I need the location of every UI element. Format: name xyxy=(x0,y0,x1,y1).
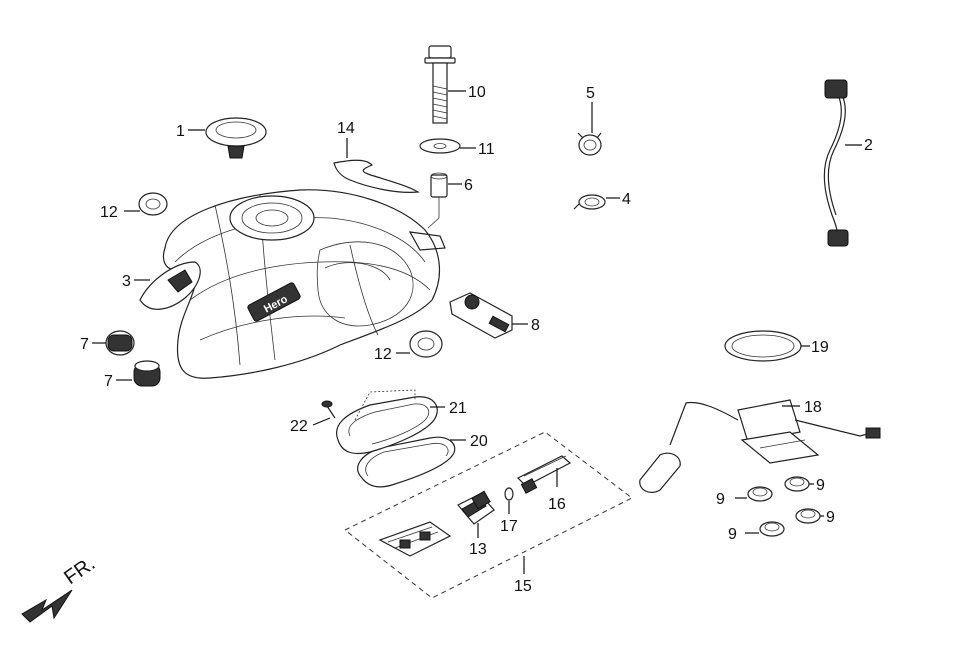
wire-harness xyxy=(823,79,849,247)
pump-gasket xyxy=(357,436,456,488)
pump-flange-plate xyxy=(336,389,438,455)
callout-22: 22 xyxy=(290,418,308,435)
callout-14: 14 xyxy=(337,120,355,137)
callout-9d: 9 xyxy=(826,509,835,526)
callout-4: 4 xyxy=(622,191,631,208)
callout-20: 20 xyxy=(470,433,488,450)
fuel-filter xyxy=(516,455,572,494)
rubber-damper-upper xyxy=(105,330,135,356)
fuel-pump-assembly-box xyxy=(344,431,633,599)
hose-clamp xyxy=(577,132,602,156)
callout-10: 10 xyxy=(468,84,486,101)
callout-9c: 9 xyxy=(728,526,737,543)
callout-17: 17 xyxy=(500,518,518,535)
o-ring-small xyxy=(504,487,514,501)
washer xyxy=(419,138,461,154)
flange-nut-2 xyxy=(784,476,810,492)
flange-screw xyxy=(321,400,336,419)
front-direction-label: FR. xyxy=(60,553,99,590)
callout-21: 21 xyxy=(449,400,467,417)
hose-clip-small xyxy=(573,194,606,210)
callout-7a: 7 xyxy=(80,336,89,353)
callout-9a: 9 xyxy=(716,491,725,508)
rubber-damper-lower xyxy=(133,360,161,387)
callout-9b: 9 xyxy=(816,477,825,494)
callout-7b: 7 xyxy=(104,373,113,390)
fuel-cap xyxy=(205,117,267,159)
flange-nut-4 xyxy=(795,508,821,524)
side-cover-bracket xyxy=(139,261,201,310)
callout-2: 2 xyxy=(864,137,873,154)
grommet-upper xyxy=(138,192,168,216)
collar xyxy=(430,172,448,198)
callout-3: 3 xyxy=(122,273,131,290)
callout-15: 15 xyxy=(514,578,532,595)
callout-6: 6 xyxy=(464,177,473,194)
callout-1: 1 xyxy=(176,123,185,140)
callout-18: 18 xyxy=(804,399,822,416)
callout-12b: 12 xyxy=(374,346,392,363)
flange-nut-1 xyxy=(747,486,773,502)
callout-8: 8 xyxy=(531,317,540,334)
decal-stripe xyxy=(333,159,420,193)
callout-12a: 12 xyxy=(100,204,118,221)
fuel-sensor-unit xyxy=(449,292,513,339)
fuel-pump-body xyxy=(457,490,495,525)
callout-13: 13 xyxy=(469,541,487,558)
grommet-lower xyxy=(409,330,443,358)
pump-bracket xyxy=(378,521,452,557)
callout-5: 5 xyxy=(586,85,595,102)
front-direction-arrow xyxy=(21,589,73,623)
fuel-level-sender xyxy=(639,399,881,493)
flange-nut-3 xyxy=(759,521,785,537)
callout-11: 11 xyxy=(478,141,495,158)
mounting-bolt xyxy=(424,45,456,124)
callout-16: 16 xyxy=(548,496,566,513)
fuel-tank: Hero xyxy=(162,189,446,379)
callout-19: 19 xyxy=(811,339,829,356)
sender-gasket xyxy=(724,330,802,362)
